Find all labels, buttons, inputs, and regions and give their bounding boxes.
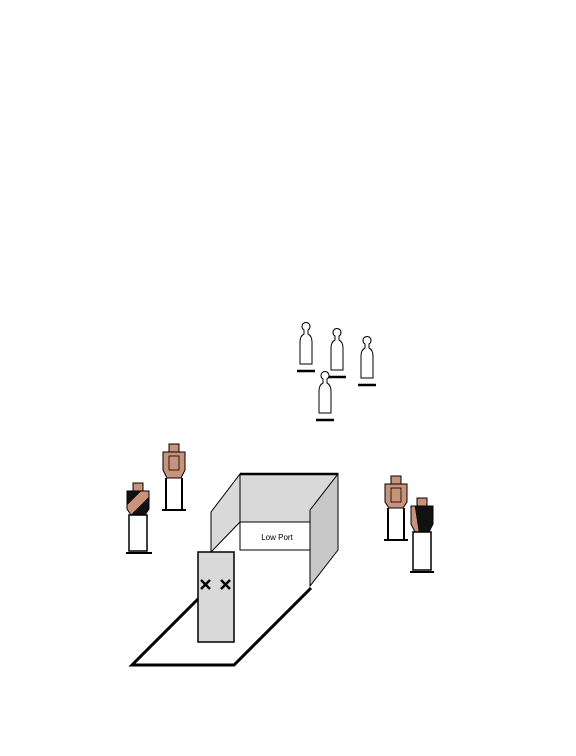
steel-popper-2 [328, 328, 346, 379]
barricade-front-panel [197, 551, 235, 643]
target-with-noshoot-left [126, 482, 152, 554]
steel-popper-4 [316, 371, 334, 422]
x-mark-icon [200, 579, 211, 590]
barricade-right-wall [309, 472, 339, 588]
target-with-noshoot-right [410, 497, 434, 573]
barricade-left-wall [210, 472, 241, 554]
steel-popper-1 [297, 322, 315, 373]
low-port: Low Port [239, 521, 311, 551]
shooting-area-outline [128, 586, 313, 667]
cardboard-target-left-upper [162, 443, 186, 511]
x-mark-icon [220, 579, 231, 590]
steel-popper-3 [358, 336, 376, 387]
low-port-label: Low Port [261, 533, 293, 542]
cardboard-target-right-upper [384, 475, 408, 541]
